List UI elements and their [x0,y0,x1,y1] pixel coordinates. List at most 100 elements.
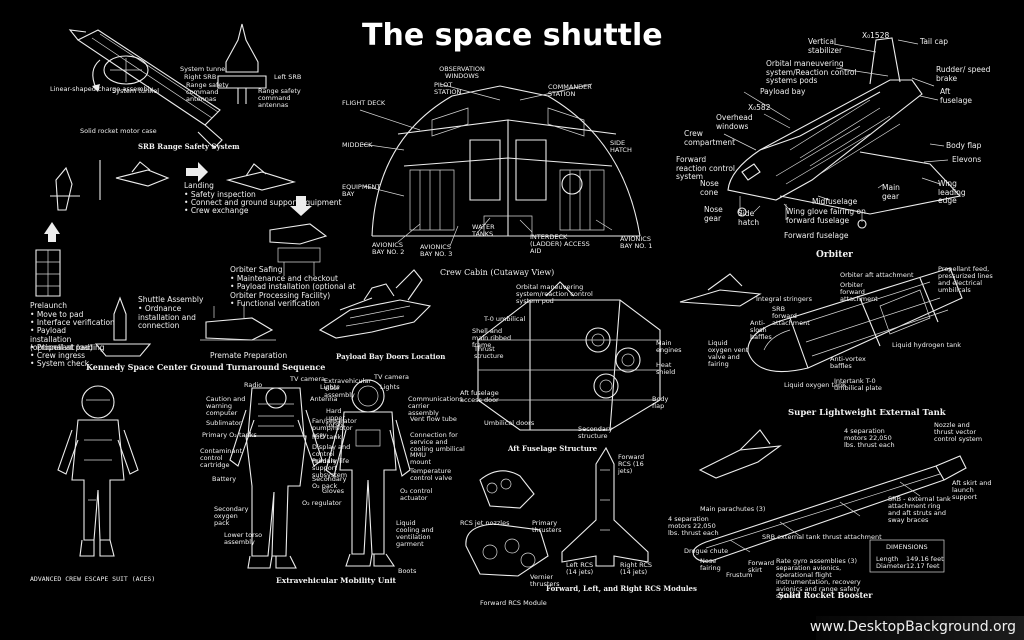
et-lox-vent: Liquid oxygen vent valve and fairing [708,339,749,368]
payload-doors-caption: Payload Bay Doors Location [336,352,446,361]
prelaunch-item: Interface verification [30,318,115,328]
srb-external-attach: SRB - external tank attachment ring and … [888,495,951,524]
srb-frustum: Frustum [726,571,753,579]
emu-caution: Caution and warning computer [206,395,246,417]
orbiter-overhead-windows: Overhead windows [716,113,753,131]
cabin-commander: COMMANDER STATION [548,83,592,98]
dimensions-diameter-label: Diameter [876,562,907,570]
prelaunch-item: Move to pad [30,310,84,320]
rcs-right: Right RCS (14 jets) [620,561,653,576]
orbiter-tail-cap: Tail cap [920,37,948,46]
emu-caption: Extravehicular Mobility Unit [276,576,397,585]
et-orbiter-forward: Orbiter forward attachment [840,281,878,303]
prelaunch-title: Prelaunch [30,301,67,310]
srb-range-drawing [68,23,267,149]
srb-label-range-safety: Range safety command antennas [186,81,229,103]
crew-cabin-drawing [359,83,641,247]
orbiter-forward-rcs: Forward reaction control system [676,155,736,181]
emu-mmu: MMU mount [410,451,432,466]
emu-o2-control: O₂ control actuator [400,487,433,502]
orbiter-body-flap: Body flap [946,141,982,150]
srb-label-right-srb: Right SRB [184,73,217,81]
orbiter-drawing [723,37,962,229]
et-propellant-feed: Propellant feed, pressurized lines and e… [938,265,993,294]
emu-contaminant: Contaminant control cartridge [200,447,243,469]
dimensions-length-value: 149.16 feet [906,555,944,563]
landing-item: Safety inspection [184,190,256,200]
et-integral-stringers: Integral stringers [756,295,812,303]
emu-temperature: Temperature control valve [410,467,453,482]
emu-front-drawing [325,379,411,567]
landing-item: Connect and ground support equipment [184,198,342,208]
ksc-sequence-drawing [35,160,328,357]
orbiter-forward-fuselage: Forward fuselage [784,231,849,240]
cabin-flight-deck: FLIGHT DECK [342,99,386,107]
aft-umbilical-doors: Umbilical doors [484,419,535,427]
cabin-avionics-2: AVIONICS BAY NO. 2 [372,241,405,256]
et-intertank: Intertank T-0 umbilical plate [834,377,882,392]
aces-caption: ADVANCED CREW ESCAPE SUIT (ACES) [30,575,156,583]
emu-sublimator: Sublimator [206,419,242,427]
cabin-side-hatch: SIDE HATCH [610,139,632,154]
emu-antenna: Antenna [310,395,338,403]
srb-forward-skirt: Forward skirt [748,559,775,574]
emu-o2-regulator: O₂ regulator [302,499,342,507]
srb-aft-skirt: Aft skirt and launch support [952,479,992,501]
orbiter-vertical-stabilizer: Vertical stabilizer [808,37,843,55]
srb-label-left-srb: Left SRB [274,73,302,81]
orbiter-oms: Orbital maneuvering system/Reaction cont… [766,59,857,85]
emu-lower-torso: Lower torso assembly [224,531,263,546]
orbiter-crew-compartment: Crew compartment [684,129,736,147]
dimensions-length-label: Length [876,555,899,563]
rcs-caption: Forward, Left, and Right RCS Modules [546,584,697,593]
srb-nose-fairing: Nose fairing [700,557,721,572]
watermark-banner [816,616,1024,640]
emu-hard-upper: Hard upper torso [326,407,346,429]
orbiter-midfuselage: Midfuselage [812,197,858,206]
emu-boots: Boots [398,567,417,575]
safing-item: Payload installation (optional at Orbite… [230,282,360,300]
prelaunch-item: Crew ingress [30,351,85,361]
emu-display: Display and control module [312,443,351,465]
aft-secondary: Secondary structure [578,425,613,440]
et-lh2-tank: Liquid hydrogen tank [892,341,961,349]
orbiter-caption: Orbiter [816,250,853,260]
prelaunch-item: System check [30,359,89,369]
srb-sep-motors-b: 4 separation motors 22,050 lbs. thrust e… [668,515,719,537]
emu-battery: Battery [212,475,237,483]
ksc-caption: Kennedy Space Center Ground Turnaround S… [86,362,326,372]
orbiter-payload-bay: Payload bay [760,87,806,96]
emu-tv-camera: TV camera [290,375,326,383]
emu-lights: Lights [320,383,340,391]
cabin-pilot: PILOT STATION [434,81,462,96]
cabin-avionics-3: AVIONICS BAY NO. 3 [420,243,453,258]
cabin-middeck: MIDDECK [342,141,373,149]
rcs-left: Left RCS (14 jets) [566,561,594,576]
emu-tv-camera-2: TV camera [374,373,410,381]
et-aft-attach: Orbiter aft attachment [840,271,914,279]
assembly-item: Ordnance installation and connection [138,304,218,331]
safing-item: Functional verification [230,299,320,309]
aft-body-flap: Body flap [652,395,669,410]
emu-back-drawing [229,387,323,569]
emu-fan-separator: Fan/separator pump/motor assy [312,417,357,439]
emu-connection: Connection for service and cooling umbil… [410,431,465,453]
premate-label: Premate Preparation [210,351,288,360]
srb-sep-motors: 4 separation motors 22,050 lbs. thrust e… [844,427,895,449]
orbiter-x582: X₀582 [748,103,771,112]
srb-label-range-safety-2: Range safety command antennas [258,87,301,109]
emu-radio: Radio [244,381,263,389]
landing-item: Crew exchange [184,206,249,216]
emu-lights-2: Lights [380,383,400,391]
emu-liquid-cooling: Liquid cooling and ventilation garment [396,519,434,548]
dimensions-diameter-value: 12.17 feet [906,562,940,570]
srb-drogue: Drogue chute [684,547,729,555]
srb-label-motor-case: Solid rocket motor case [80,127,157,135]
orbiter-wing-glove: Wing glove fairing on forward fuselage [786,207,866,225]
landing-title: Landing [184,181,214,190]
orbiter-side-hatch: Side hatch [738,209,760,227]
et-lox-tank: Liquid oxygen tank [784,381,846,389]
cabin-interdeck: INTERDECK (LADDER) ACCESS AID [530,233,590,255]
